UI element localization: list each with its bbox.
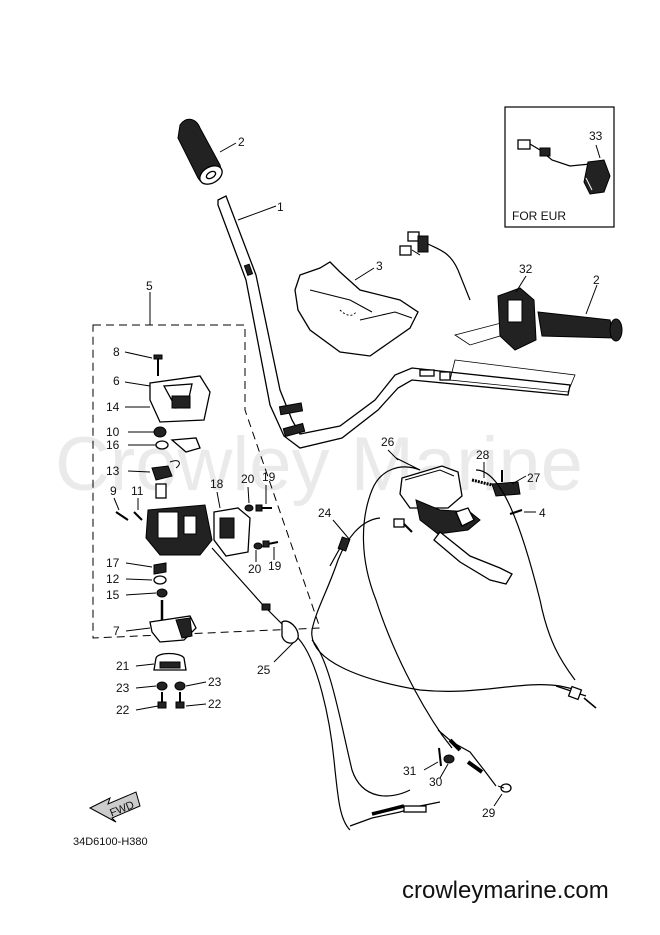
callout-17: 17	[106, 556, 120, 570]
callout-20-top: 20	[241, 472, 255, 486]
callout-10: 10	[106, 425, 120, 439]
inset-for-eur: 33 FOR EUR	[504, 106, 615, 228]
callout-1: 1	[277, 200, 284, 214]
callout-28: 28	[476, 448, 490, 462]
callout-8: 8	[113, 345, 120, 359]
callout-23-left: 23	[116, 681, 130, 695]
inset-label: FOR EUR	[512, 209, 566, 223]
callout-18: 18	[210, 477, 224, 491]
callout-19-bottom: 19	[268, 559, 282, 573]
callout-21: 21	[116, 659, 130, 673]
callout-31: 31	[403, 764, 417, 778]
handlebar-cover: 3	[294, 259, 419, 357]
callout-5: 5	[146, 279, 153, 293]
grip-left: 2	[177, 118, 245, 185]
callout-22-right: 22	[208, 697, 222, 711]
callout-2-left: 2	[238, 135, 245, 149]
handlebar: 1	[217, 195, 576, 449]
callout-4: 4	[539, 506, 546, 520]
callout-22-left: 22	[116, 703, 130, 717]
callout-24: 24	[318, 506, 332, 520]
callout-30: 30	[429, 775, 443, 789]
callout-6: 6	[113, 374, 120, 388]
callout-25: 25	[257, 663, 271, 677]
right-switch-and-grip: 32 2	[497, 262, 623, 351]
brake-lever-assembly: 26 28 27 4	[381, 435, 546, 585]
callout-11: 11	[131, 484, 144, 498]
callout-20-bottom: 20	[248, 562, 262, 576]
switch-assembly-box: 5	[92, 279, 321, 639]
callout-13: 13	[106, 464, 120, 478]
drawing-code: 34D6100-H380	[73, 836, 148, 848]
callout-7: 7	[113, 624, 120, 638]
lower-fittings: 31 30 29	[403, 729, 512, 820]
callout-12: 12	[106, 572, 120, 586]
callout-3: 3	[376, 259, 383, 273]
callout-29: 29	[482, 806, 496, 820]
callout-27: 27	[527, 471, 541, 485]
callout-19-top: 19	[262, 470, 276, 484]
callout-15: 15	[106, 588, 120, 602]
callout-33: 33	[589, 129, 603, 143]
fwd-arrow: FWD	[88, 791, 141, 823]
callout-9: 9	[110, 484, 117, 498]
callout-23-right: 23	[208, 675, 222, 689]
callout-26: 26	[381, 435, 395, 449]
site-footer[interactable]: crowleymarine.com	[402, 877, 609, 904]
callout-16: 16	[106, 438, 120, 452]
switch-parts: 8 6 14 10 16 13 9 11	[106, 345, 282, 643]
clamp-parts: 21 23 23 22 22	[116, 652, 222, 717]
cables: 24 25	[211, 466, 597, 831]
callout-32: 32	[519, 262, 533, 276]
callout-14: 14	[106, 400, 120, 414]
callout-2-right: 2	[593, 273, 600, 287]
